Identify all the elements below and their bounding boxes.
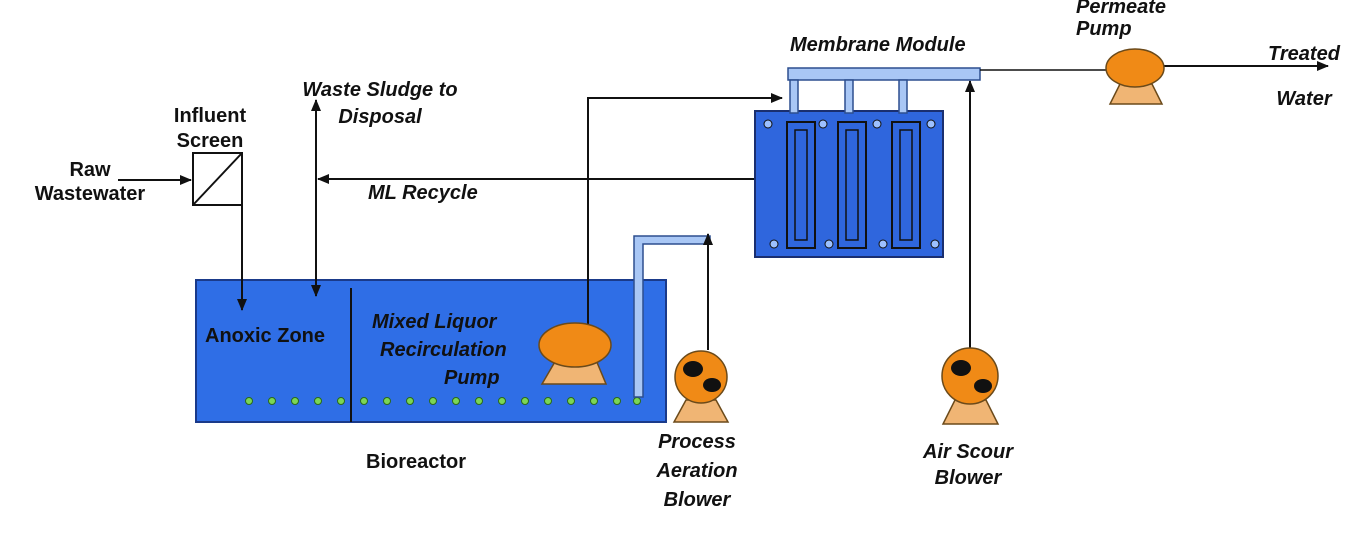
mixed-liquor-pump-label: Mixed Liquor Recirculation Pump: [372, 311, 507, 389]
process-aeration-blower-icon: [672, 350, 730, 423]
aeration-bubbles: [245, 397, 641, 405]
process-aeration-blower-label: Process Aeration Blower: [656, 431, 738, 511]
membrane-module-label: Membrane Module: [790, 34, 966, 56]
ml-recycle-label: ML Recycle: [368, 182, 478, 204]
mixed-liquor-to-membrane-arrow: [587, 93, 783, 330]
permeate-pump-icon: [1105, 48, 1165, 105]
permeate-riser-2: [844, 79, 854, 114]
permeate-header-pipe: [787, 67, 981, 81]
influent-screen-diagonal: [192, 152, 243, 206]
anoxic-zone-label: Anoxic Zone: [205, 325, 326, 347]
membrane-cassettes: [786, 121, 921, 249]
permeate-riser-3: [898, 79, 908, 114]
permeate-riser-1: [789, 79, 799, 114]
bioreactor-label: Bioreactor: [366, 451, 467, 473]
air-scour-blower-icon: [941, 347, 1000, 425]
recirculation-pump-icon: [538, 322, 612, 385]
membrane-module-box: [754, 110, 944, 258]
membrane-module-rivets: [763, 119, 940, 249]
